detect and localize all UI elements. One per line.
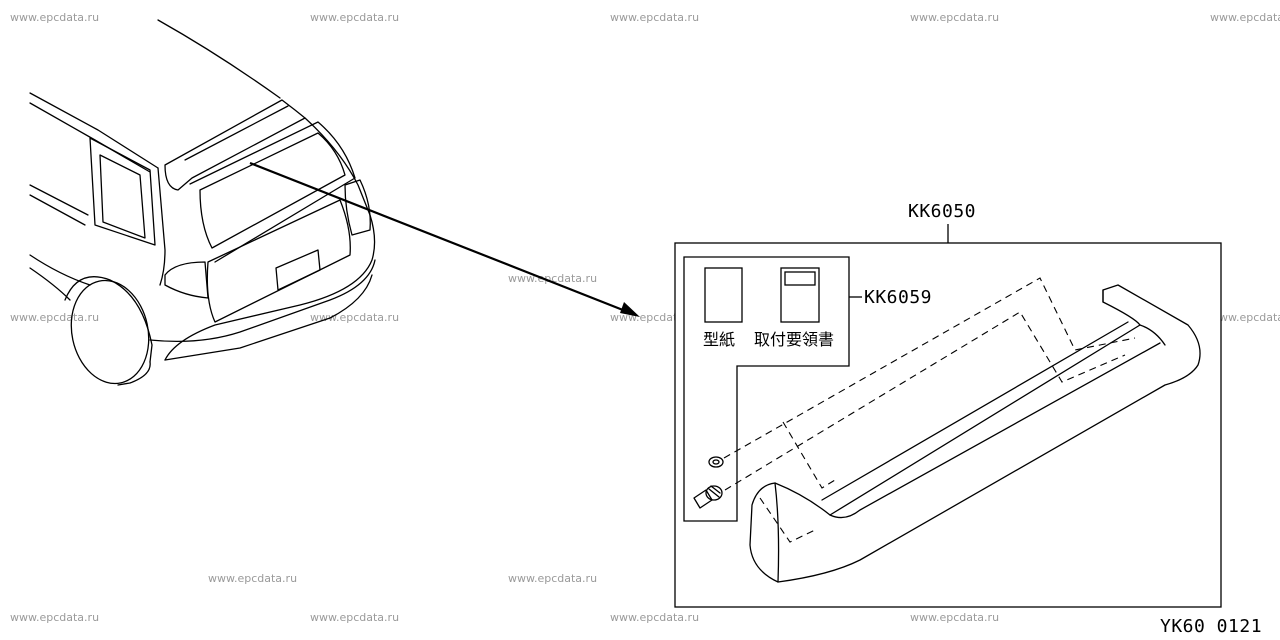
roof-spoiler xyxy=(164,99,306,191)
tail-lamp-left xyxy=(164,261,209,299)
alignment-guides xyxy=(723,277,1136,543)
template-sheet-label: 型紙 xyxy=(703,330,735,349)
watermark: www.epcdata.ru xyxy=(910,611,999,624)
watermark: www.epcdata.ru xyxy=(1210,11,1280,24)
instruction-booklet-label: 取付要領書 xyxy=(754,330,834,349)
rear-glass xyxy=(199,132,346,249)
watermark: www.epcdata.ru xyxy=(610,11,699,24)
spoiler-outline xyxy=(749,284,1201,583)
side-belt-line xyxy=(29,184,89,216)
watermark: www.epcdata.ru xyxy=(310,311,399,324)
watermark: www.epcdata.ru xyxy=(10,311,99,324)
license-plate xyxy=(275,249,321,291)
spoiler-end-contour xyxy=(1139,324,1166,346)
template-sheet-icon xyxy=(704,267,743,323)
watermark: www.epcdata.ru xyxy=(610,611,699,624)
watermark: www.epcdata.ru xyxy=(310,611,399,624)
side-belt-line-lower xyxy=(29,194,86,226)
side-sill-lower xyxy=(29,267,71,301)
side-sill xyxy=(29,254,91,286)
arrowhead-icon xyxy=(620,302,640,317)
subkit-box xyxy=(683,256,850,522)
roof-line xyxy=(157,19,281,99)
watermark: www.epcdata.ru xyxy=(208,572,297,585)
rear-tire xyxy=(70,279,150,385)
figure-code: YK60 0121 xyxy=(1160,616,1262,637)
spoiler-top-ridge xyxy=(821,321,1129,501)
rear-body-outline xyxy=(164,117,376,361)
roof-spoiler-edge xyxy=(184,105,289,161)
side-window-rear-inner xyxy=(99,154,146,239)
instruction-booklet-header xyxy=(784,271,816,286)
watermark: www.epcdata.ru xyxy=(10,11,99,24)
c-pillar xyxy=(157,167,166,286)
watermark: www.epcdata.ru xyxy=(910,11,999,24)
tailgate xyxy=(206,199,351,323)
watermark: www.epcdata.ru xyxy=(1210,311,1280,324)
rear-glass-frame xyxy=(189,121,356,263)
spoiler-left-end xyxy=(774,482,780,583)
leader-arrow xyxy=(249,161,640,317)
rear-bumper xyxy=(149,259,376,343)
rear-spoiler-part xyxy=(749,284,1201,583)
fastener-nut-icon xyxy=(708,456,724,468)
tire-bottom xyxy=(117,361,151,386)
spoiler-top-edge xyxy=(829,342,1161,519)
rear-bumper-lower xyxy=(164,274,373,361)
kit-part-number: KK6050 xyxy=(908,201,976,222)
arrow-line xyxy=(249,161,629,314)
watermark: www.epcdata.ru xyxy=(310,11,399,24)
side-rail-upper xyxy=(29,92,159,169)
watermark: www.epcdata.ru xyxy=(10,611,99,624)
watermark: www.epcdata.ru xyxy=(508,272,597,285)
watermark: www.epcdata.ru xyxy=(508,572,597,585)
side-window-rear xyxy=(89,137,156,246)
vehicle-rear-illustration xyxy=(29,19,376,386)
fastener-bolt-icon xyxy=(693,485,723,509)
subkit-part-number: KK6059 xyxy=(864,287,932,308)
